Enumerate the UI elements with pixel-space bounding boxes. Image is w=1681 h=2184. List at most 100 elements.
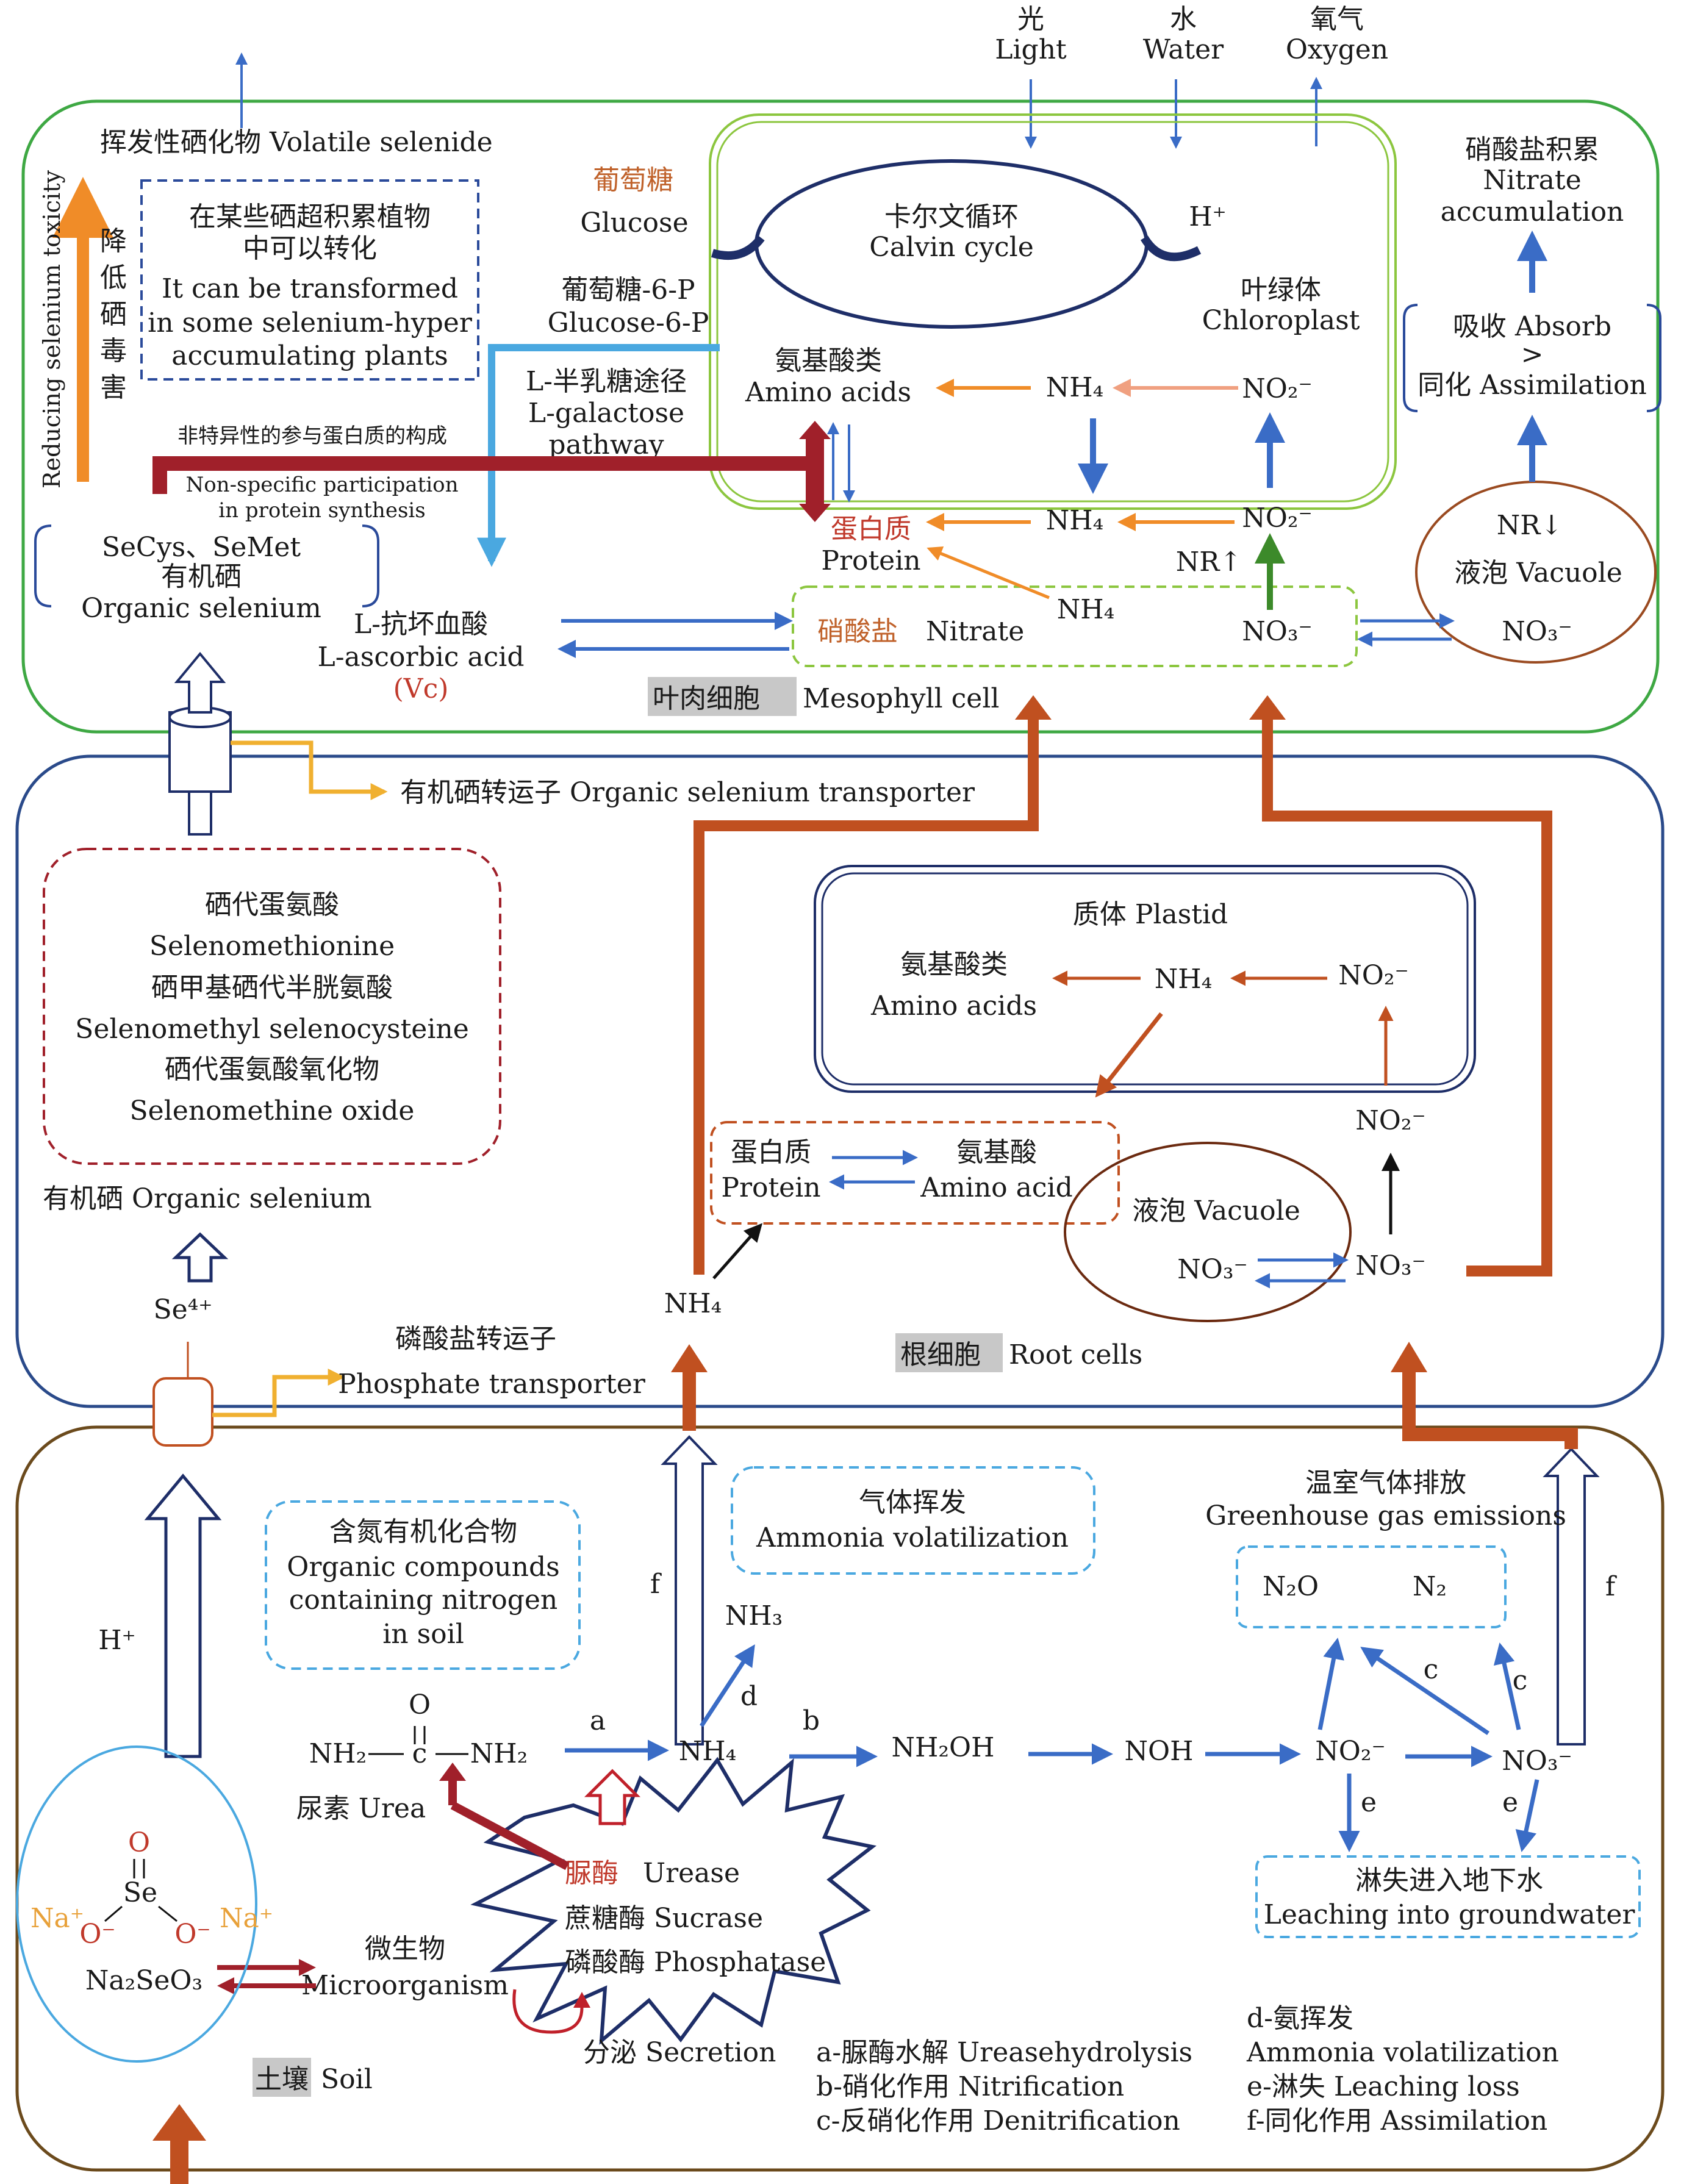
light-zh: 光: [1017, 4, 1044, 35]
plastid-label: 质体 Plastid: [1073, 899, 1228, 930]
root-protein-zh: 蛋白质: [731, 1137, 811, 1168]
transporter-in-arrow: [188, 790, 212, 836]
legend-b: b-硝化作用 Nitrification: [816, 2071, 1124, 2102]
organic-transporter-pointer: [231, 740, 388, 800]
soil-label-en: Soil: [321, 2064, 373, 2095]
se-o-bond-left: [104, 1905, 123, 1922]
nonspec-en-1: Non-specific participation: [185, 473, 458, 497]
nitrate-box: [792, 585, 1358, 667]
ascorbic-en: L-ascorbic acid: [317, 642, 524, 673]
brown-arrowhead-1: [1015, 695, 1052, 720]
urease-to-urea: [450, 1801, 570, 1871]
root-label-en: Root cells: [1009, 1339, 1142, 1370]
galactose-pathway-arrow: [477, 344, 720, 567]
calvin-en: Calvin cycle: [869, 232, 1033, 263]
red-arrowhead-up: [799, 421, 831, 439]
micro-to-nase-head: [217, 1977, 234, 1994]
nonspec-en-2: in protein synthesis: [218, 498, 425, 523]
gas-zh: 气体挥发: [859, 1487, 966, 1518]
nh4-to-nh3: [700, 1644, 755, 1727]
nr-up: NR↑: [1176, 546, 1242, 578]
leaf-nh4-lower: NH₄: [1057, 594, 1115, 625]
no2-to-n2o: [1317, 1638, 1344, 1730]
plastid-no2: NO₂⁻: [1338, 960, 1408, 991]
calvin-left-arrow: [711, 235, 765, 260]
toxicity-zh-3: 硒: [100, 299, 127, 330]
g6p-zh: 葡萄糖-6-P: [561, 274, 695, 306]
toxicity-zh-1: 降: [100, 226, 127, 257]
no3-leach: [1515, 1779, 1539, 1852]
root-aa-en: Amino acid: [920, 1172, 1073, 1203]
micro-en: Microorganism: [301, 1970, 509, 2001]
light-en: Light: [995, 34, 1067, 65]
hyper-zh-2: 中可以转化: [243, 233, 377, 264]
n2o: N₂O: [1263, 1571, 1319, 1602]
oxide-zh: 硒代蛋氨酸氧化物: [165, 1054, 379, 1085]
leaf-h-plus: H⁺: [1189, 201, 1227, 232]
root-organic-label: 有机硒 Organic selenium: [43, 1183, 372, 1214]
semet-en: Selenomethionine: [149, 931, 395, 962]
plastid-amino-zh: 氨基酸类: [900, 949, 1008, 980]
label-c-2: c: [1513, 1665, 1528, 1696]
accum-en-1: Nitrate: [1483, 165, 1581, 196]
urease-en: Urease: [643, 1858, 740, 1889]
smsc-zh: 硒甲基硒代半胱氨酸: [151, 972, 393, 1003]
accum-zh: 硝酸盐积累: [1465, 134, 1599, 165]
legend-c: c-反硝化作用 Denitrification: [816, 2105, 1180, 2136]
legend-d-en: Ammonia volatilization: [1246, 2037, 1559, 2068]
plastid-nh4: NH₄: [1155, 964, 1213, 995]
secretion-arrow: [512, 1989, 584, 2034]
transporter-up-arrow: [174, 651, 226, 714]
gas-en: Ammonia volatilization: [756, 1522, 1069, 1553]
chloroplast-box-inner: [716, 121, 1389, 503]
gt-label: >: [1521, 339, 1544, 370]
soil-no2: NO₂⁻: [1315, 1736, 1385, 1767]
leaf-no3: NO₃⁻: [1242, 616, 1312, 647]
label-c-1: c: [1424, 1654, 1439, 1685]
chl-no2: NO₂⁻: [1242, 373, 1312, 404]
volatile-selenide: 挥发性硒化物 Volatile selenide: [100, 127, 493, 158]
root-vacuole: [1064, 1142, 1352, 1322]
organic-se-zh: 有机硒: [161, 561, 242, 592]
urea-label-en: Urea: [359, 1793, 426, 1824]
root-no2: NO₂⁻: [1355, 1105, 1425, 1136]
mesophyll-label-bg: [648, 677, 797, 716]
urease-arrowhead: [439, 1763, 466, 1781]
protein-en: Protein: [821, 545, 920, 576]
soil-se-uptake-arrow: [144, 1473, 222, 1758]
root-vacuole-label: 液泡 Vacuole: [1132, 1195, 1300, 1226]
chl-amino-en: Amino acids: [745, 377, 911, 408]
label-b: b: [803, 1705, 820, 1736]
brown-nh4-to-leaf: [694, 714, 1039, 1275]
selenite-o-left: O⁻: [79, 1919, 115, 1950]
protein-zh: 蛋白质: [831, 514, 911, 545]
n-org-en-2: containing nitrogen: [289, 1584, 558, 1616]
plastid-box-outer: [814, 865, 1476, 1093]
hyper-zh-1: 在某些硒超积累植物: [189, 201, 431, 232]
na-left: Na⁺: [30, 1903, 84, 1934]
se4-label: Se⁴⁺: [153, 1294, 212, 1325]
soil-no3: NO₃⁻: [1502, 1745, 1572, 1777]
glucose-en: Glucose: [580, 207, 688, 238]
accum-en-2: accumulation: [1441, 196, 1624, 227]
sodium-selenite-circle: [16, 1745, 257, 2063]
absorb-label: 吸收 Absorb: [1453, 311, 1611, 342]
micro-zh: 微生物: [365, 1933, 445, 1964]
nonspec-zh: 非特异性的参与蛋白质的构成: [177, 424, 447, 448]
phos-en: Phosphate transporter: [338, 1369, 646, 1400]
toxicity-zh-2: 低: [100, 262, 127, 293]
urease-zh: 脲酶: [565, 1858, 618, 1889]
soil-h-plus: H⁺: [98, 1625, 136, 1656]
brown-no3-to-leaf: [1262, 714, 1552, 1276]
urease-to-nh4-hollow: [584, 1769, 641, 1825]
soil-box: [15, 1425, 1665, 2172]
urea-c: c: [412, 1738, 428, 1769]
root-protein-en: Protein: [721, 1172, 820, 1203]
ascorbic-zh: L-抗坏血酸: [354, 609, 488, 640]
soil-label-bg: [253, 2058, 311, 2097]
secretion-arrowhead: [573, 1992, 590, 2008]
enzyme-starburst: [470, 1756, 877, 2045]
gas-box: [731, 1466, 1095, 1575]
secys-semet: SeCys、SeMet: [102, 532, 301, 563]
